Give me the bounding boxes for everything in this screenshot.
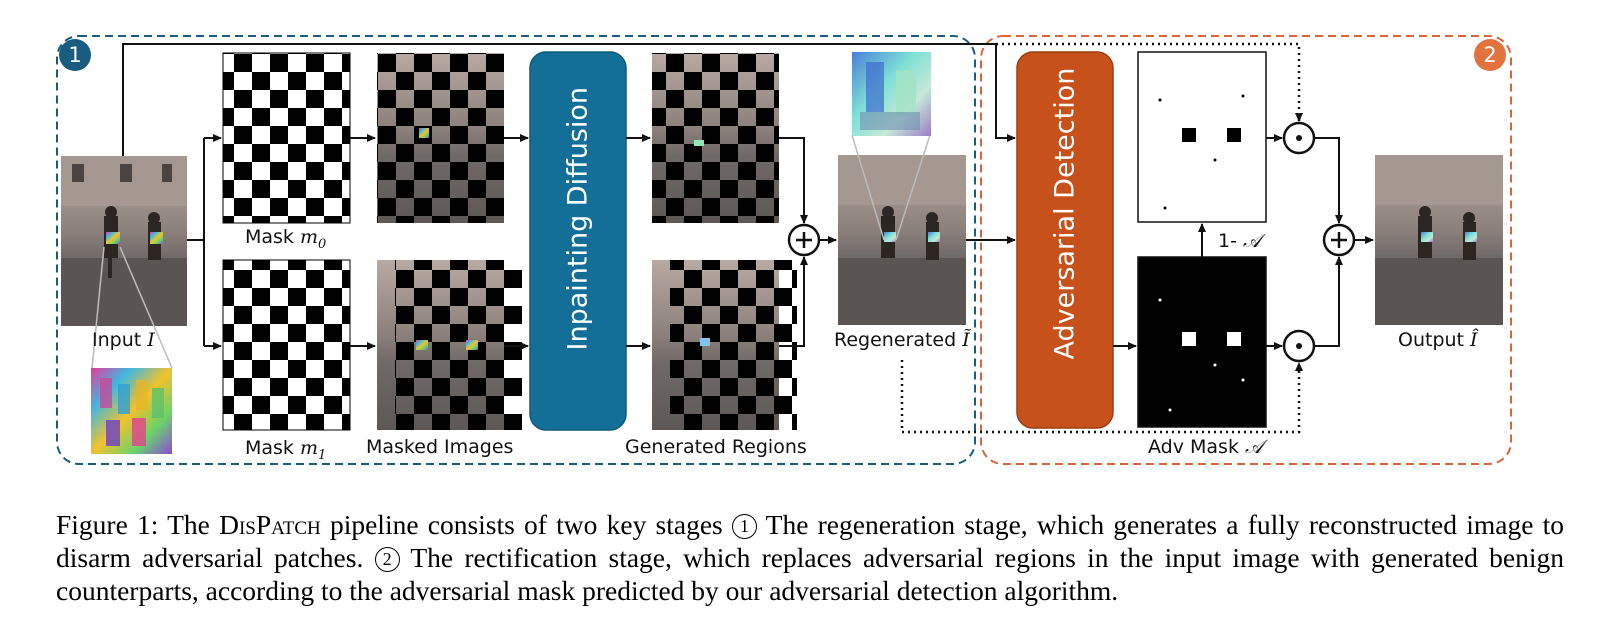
adv-mask-label: Adv Mask 𝒜	[1148, 436, 1263, 458]
inverse-mask-label: 1- 𝒜	[1218, 230, 1261, 252]
generated-regions-label: Generated Regions	[625, 436, 807, 458]
rectification-stage-box	[980, 35, 1512, 465]
adversarial-detection-block	[1016, 51, 1114, 429]
multiply-node-top	[1282, 121, 1316, 155]
regenerated-zoom	[851, 52, 931, 241]
patch-zoom	[91, 246, 173, 454]
stage-1-badge: 1	[59, 39, 91, 71]
pipeline-diagram: 1 2 Inpainting Diffusion Adversarial Det…	[56, 35, 1512, 465]
figure-caption: Figure 1: The DisPatch pipeline consists…	[56, 509, 1564, 606]
regenerated-image	[838, 155, 966, 325]
mask-m1-label: Mask m1	[245, 437, 327, 463]
adversarial-detection-label: Adversarial Detection	[1049, 67, 1081, 360]
stage-1-marker: 1	[731, 514, 757, 539]
masked-images-label: Masked Images	[366, 436, 514, 458]
stage-2-marker: 2	[374, 547, 400, 572]
mask-m0	[222, 52, 351, 224]
mask-m0-label: Mask m0	[245, 226, 327, 252]
adv-mask	[1137, 256, 1267, 428]
multiply-node-bottom	[1282, 329, 1316, 363]
output-image	[1375, 155, 1503, 325]
masked-image-bottom	[377, 260, 522, 430]
regenerated-label: Regenerated Ĩ	[834, 329, 970, 351]
masked-image-top	[377, 53, 504, 223]
inverse-adv-mask	[1137, 51, 1267, 223]
regeneration-stage-box	[56, 35, 976, 465]
output-label: Output Î	[1398, 329, 1478, 351]
input-label: Input I	[92, 329, 155, 351]
generated-region-top	[652, 53, 779, 223]
method-name: DisPatch	[219, 509, 321, 540]
stage-2-badge: 2	[1474, 39, 1506, 71]
inpainting-diffusion-block	[529, 51, 627, 431]
mask-m1	[222, 259, 351, 431]
inpainting-diffusion-label: Inpainting Diffusion	[562, 86, 594, 351]
input-image	[61, 156, 187, 326]
generated-region-bottom	[652, 260, 797, 430]
